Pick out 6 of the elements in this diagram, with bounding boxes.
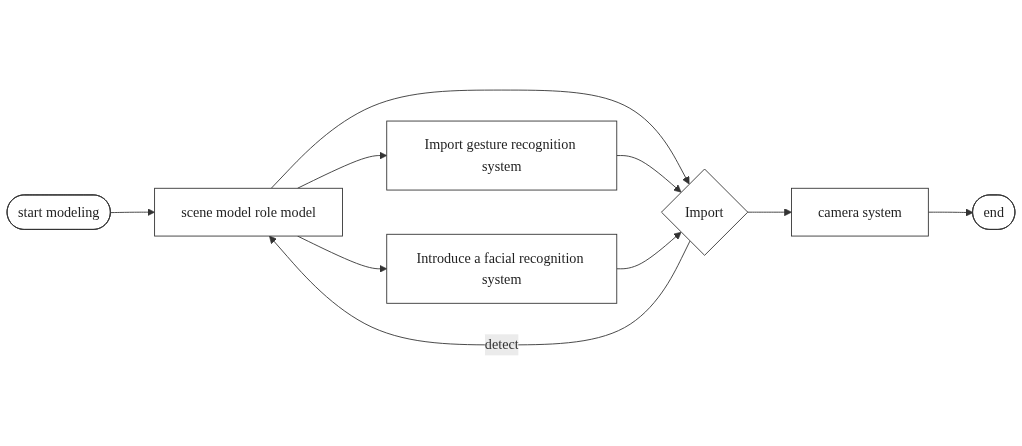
node-diamond: Import	[661, 168, 749, 256]
node-box: scene model role model	[154, 188, 343, 237]
edge-label: detect	[484, 337, 519, 353]
node-box: Import gesture recognition system	[386, 120, 618, 191]
node-box: camera system	[791, 188, 929, 237]
node-box: Introduce a facial recognition system	[386, 234, 618, 304]
